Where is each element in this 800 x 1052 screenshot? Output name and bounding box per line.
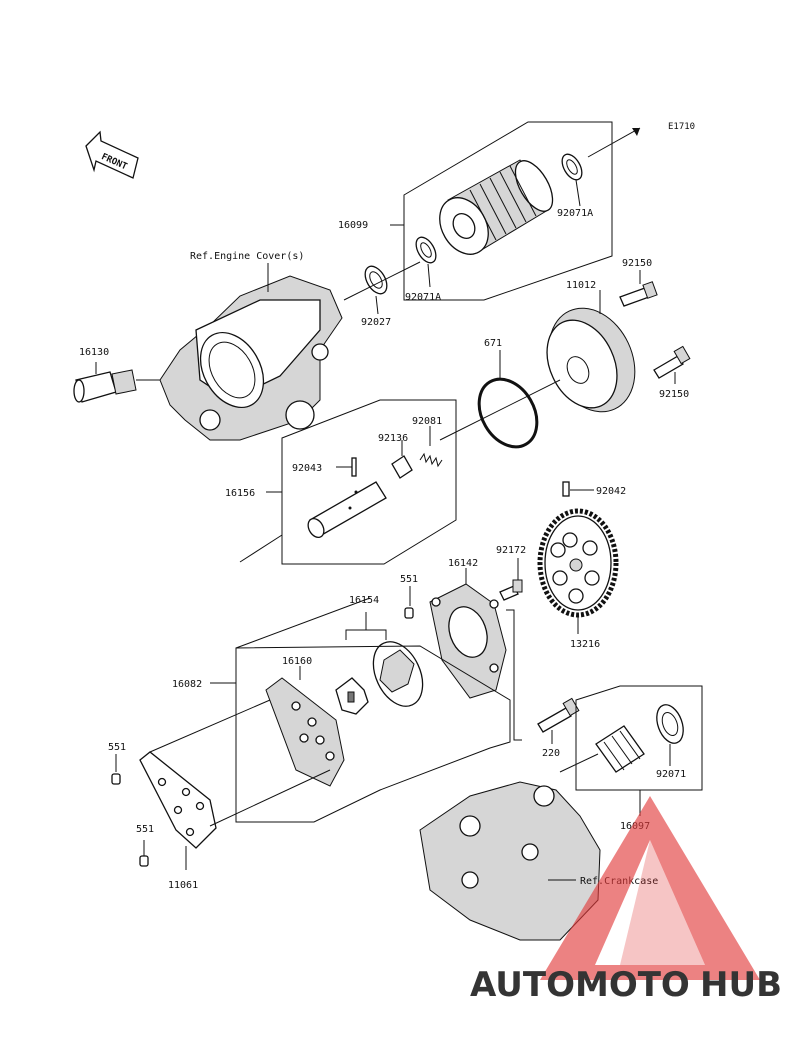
ref-engine-cover-label: Ref.Engine Cover(s) <box>190 251 304 262</box>
label-92042: 92042 <box>596 486 626 497</box>
watermark-triangle-icon <box>540 796 760 980</box>
watermark-logo: AUTO MOTO HUB <box>470 796 782 1005</box>
label-92071: 92071 <box>656 769 686 780</box>
label-16099: 16099 <box>338 220 368 231</box>
cover-11012 <box>546 290 636 413</box>
dowel-551-mid <box>111 754 121 785</box>
plate-16160 <box>265 666 345 787</box>
label-551-top: 551 <box>400 574 418 585</box>
watermark-hub: HUB <box>700 965 782 1005</box>
label-92071a-bottom: 92071A <box>405 292 441 303</box>
relief-valve-group <box>239 399 457 565</box>
label-671: 671 <box>484 338 502 349</box>
crankcase <box>419 781 601 941</box>
label-92172: 92172 <box>496 545 526 556</box>
label-220: 220 <box>542 748 560 759</box>
label-16082: 16082 <box>172 679 202 690</box>
group-16082-box <box>235 645 511 823</box>
bolt-92150-bottom <box>653 345 691 384</box>
oil-filter-cartridge <box>439 159 554 255</box>
engine-cover <box>159 263 343 441</box>
oil-pressure-switch-16130 <box>73 362 160 403</box>
label-92081: 92081 <box>412 416 442 427</box>
dowel-551-bottom <box>139 840 149 867</box>
label-11012: 11012 <box>566 280 596 291</box>
seal-92027 <box>364 265 388 295</box>
dowel-551-top <box>404 586 414 619</box>
bolt-92172 <box>499 558 523 601</box>
label-16130: 16130 <box>79 347 109 358</box>
diagram-code: E1710 <box>668 122 695 132</box>
gear-13216 <box>537 508 619 634</box>
watermark-auto: AUTO <box>470 965 575 1005</box>
bolt-220 <box>537 697 580 744</box>
pin-92042 <box>562 481 594 497</box>
label-551-bottom: 551 <box>136 824 154 835</box>
label-16160: 16160 <box>282 656 312 667</box>
label-16154: 16154 <box>349 595 379 606</box>
label-92136: 92136 <box>378 433 408 444</box>
pump-body-16142 <box>429 568 522 741</box>
bolt-92150-top <box>619 270 658 307</box>
label-92027: 92027 <box>361 317 391 328</box>
label-92150-top: 92150 <box>622 258 652 269</box>
front-arrow-icon: FRONT <box>85 130 139 179</box>
watermark-moto: MOTO <box>575 965 690 1005</box>
strainer-group <box>559 685 703 816</box>
label-92150-bottom: 92150 <box>659 389 689 400</box>
oil-filter-group <box>390 121 613 301</box>
o-ring-92071a-bottom <box>415 236 437 264</box>
label-92043: 92043 <box>292 463 322 474</box>
label-551-mid: 551 <box>108 742 126 753</box>
o-ring-92071a-top <box>561 153 583 181</box>
gasket-11061 <box>139 751 217 870</box>
label-13216: 13216 <box>570 639 600 650</box>
label-11061: 11061 <box>168 880 198 891</box>
label-92071a-top: 92071A <box>557 208 593 219</box>
label-16156: 16156 <box>225 488 255 499</box>
o-ring-671 <box>477 377 539 449</box>
rotor-group-16154 <box>335 612 424 715</box>
label-16142: 16142 <box>448 558 478 569</box>
